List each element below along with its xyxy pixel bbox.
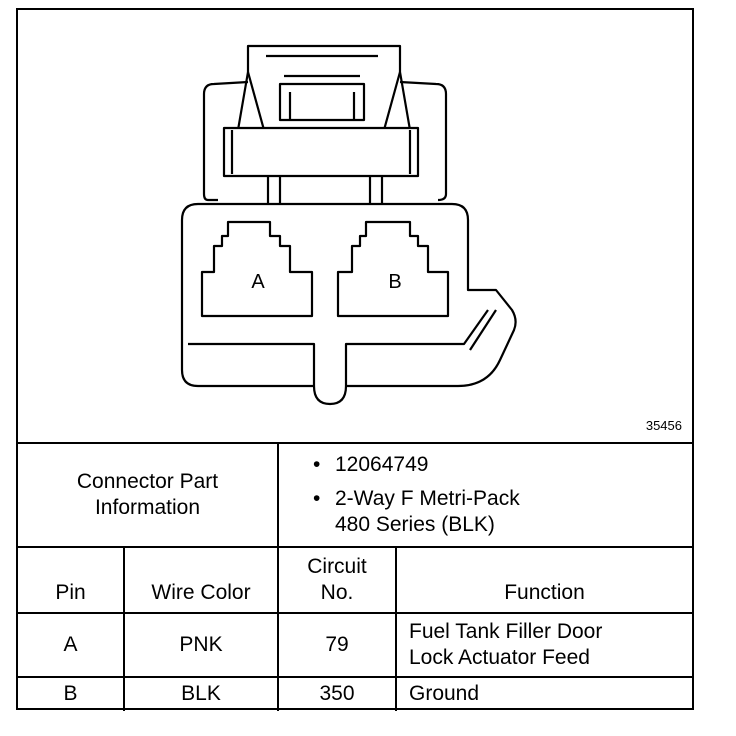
connector-info-label: Connector Part Information [18,442,279,548]
row-b-wire-color: BLK [123,676,279,711]
cavity-a [200,220,314,318]
connector-latch [236,44,412,132]
row-b-pin: B [18,676,125,711]
row-a-function: Fuel Tank Filler Door Lock Actuator Feed [394,612,693,678]
connector-info-label-line1: Connector Part [76,469,219,493]
connector-description-line2: 480 Series (BLK) [335,513,495,537]
row-a-wire-color: PNK [123,612,279,678]
cavity-a-label: A [251,271,265,293]
connector-rear-housing [202,80,448,204]
cavity-b-label: B [388,271,401,293]
bullet-2: • [313,486,321,510]
connector-table: Connector Part Information • 12064749 • … [18,442,693,711]
header-function: Function [394,546,693,614]
connector-info-details: • 12064749 • 2-Way F Metri-Pack 480 Seri… [276,442,693,548]
header-circuit: Circuit No. [277,546,397,614]
connector-part-number: 12064749 [335,452,429,476]
row-a-circuit: 79 [277,612,397,678]
connector-info-label-line2: Information [94,496,201,519]
table-header-row: Pin Wire Color Circuit No. Function [18,546,693,614]
table-row: B BLK 350 Ground [18,676,693,711]
row-a-function-line2: Lock Actuator Feed [409,646,590,669]
table-row: A PNK 79 Fuel Tank Filler Door Lock Actu… [18,612,693,678]
row-a-pin: A [18,612,125,678]
row-b-function: Ground [394,676,693,711]
connector-description-line1: 2-Way F Metri-Pack [335,486,520,510]
row-b-circuit: 350 [277,676,397,711]
connector-info-row: Connector Part Information • 12064749 • … [18,442,693,548]
header-pin: Pin [18,546,125,614]
connector-end-view-frame: A B 35456 Connector Part Information • 1… [16,8,694,711]
bullet-1: • [313,452,321,476]
connector-mating-face [180,202,517,406]
cavity-b [336,220,450,318]
figure-number: 35456 [645,418,682,433]
header-circuit-line1: Circuit [307,554,367,578]
connector-diagram: A B [180,44,517,406]
header-wire-color: Wire Color [123,546,279,614]
header-circuit-line2: No. [320,580,354,604]
row-a-function-line1: Fuel Tank Filler Door [409,619,603,643]
